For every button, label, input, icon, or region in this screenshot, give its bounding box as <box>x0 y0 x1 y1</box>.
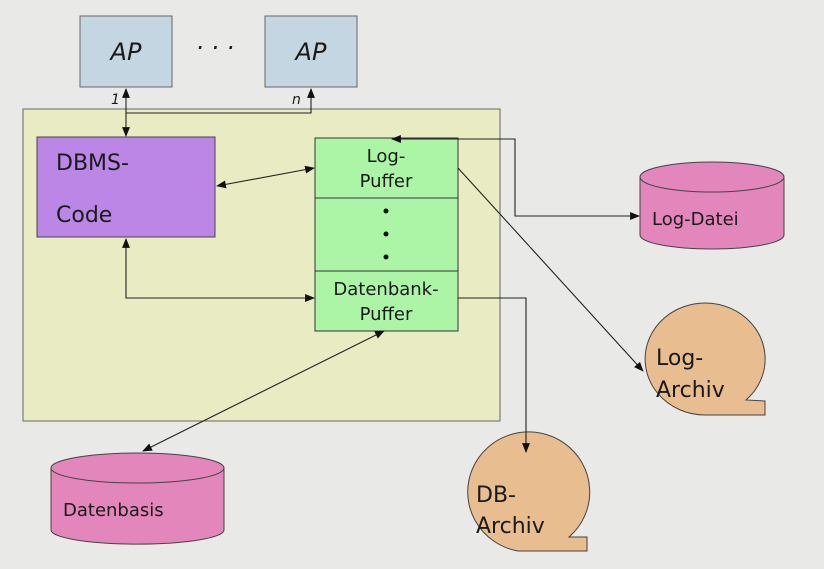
dbms-code-box[interactable]: DBMS- Code <box>36 136 216 238</box>
ellipsis-dot <box>383 254 389 260</box>
dbms-code-line2: Code <box>56 203 112 228</box>
datenbank-puffer-line2: Puffer <box>360 304 413 325</box>
buffer-stack: Log- Puffer Datenbank- Puffer <box>314 137 459 332</box>
arrow-dbpuffer-dbarchiv <box>458 297 530 453</box>
datenbasis-cylinder[interactable]: Datenbasis <box>50 452 225 545</box>
db-archiv-line1: DB- <box>476 483 516 508</box>
ellipsis-dot <box>383 208 389 214</box>
db-archiv-shape[interactable]: DB- Archiv <box>467 431 591 552</box>
arrow-dbms-logpuffer <box>216 165 315 189</box>
log-datei-cylinder[interactable]: Log-Datei <box>639 161 785 250</box>
ap-box-n-label: AP <box>294 38 327 66</box>
log-puffer-line1: Log- <box>367 146 406 167</box>
datenbasis-label: Datenbasis <box>63 500 164 521</box>
arrow-dbpuffer-datenbasis <box>142 330 385 452</box>
ap-index-1: 1 <box>111 92 120 108</box>
db-archiv-line2: Archiv <box>476 514 545 539</box>
ellipsis-dot <box>383 231 389 237</box>
arrow-dbms-dbpuffer <box>122 238 315 302</box>
ap-box-n[interactable]: AP <box>264 15 358 88</box>
log-puffer-line2: Puffer <box>360 171 413 192</box>
arrow-logpuffer-logarchiv <box>457 167 644 372</box>
datenbank-puffer-line1: Datenbank- <box>333 279 438 300</box>
log-archiv-line2: Archiv <box>656 378 725 403</box>
ap-box-1-label: AP <box>109 38 142 66</box>
log-archiv-line1: Log- <box>656 346 703 371</box>
ap-index-n: n <box>292 92 301 108</box>
log-archiv-shape[interactable]: Log- Archiv <box>644 302 766 416</box>
datenbank-puffer-box[interactable] <box>314 270 459 332</box>
arrow-logpuffer-logdatei <box>391 135 640 220</box>
ap-ellipsis: · · · <box>196 34 234 62</box>
arrow-apn-dbms <box>126 88 315 114</box>
ap-box-1[interactable]: AP <box>79 15 173 88</box>
log-datei-label: Log-Datei <box>652 209 739 230</box>
dbms-code-line1: DBMS- <box>56 151 129 176</box>
